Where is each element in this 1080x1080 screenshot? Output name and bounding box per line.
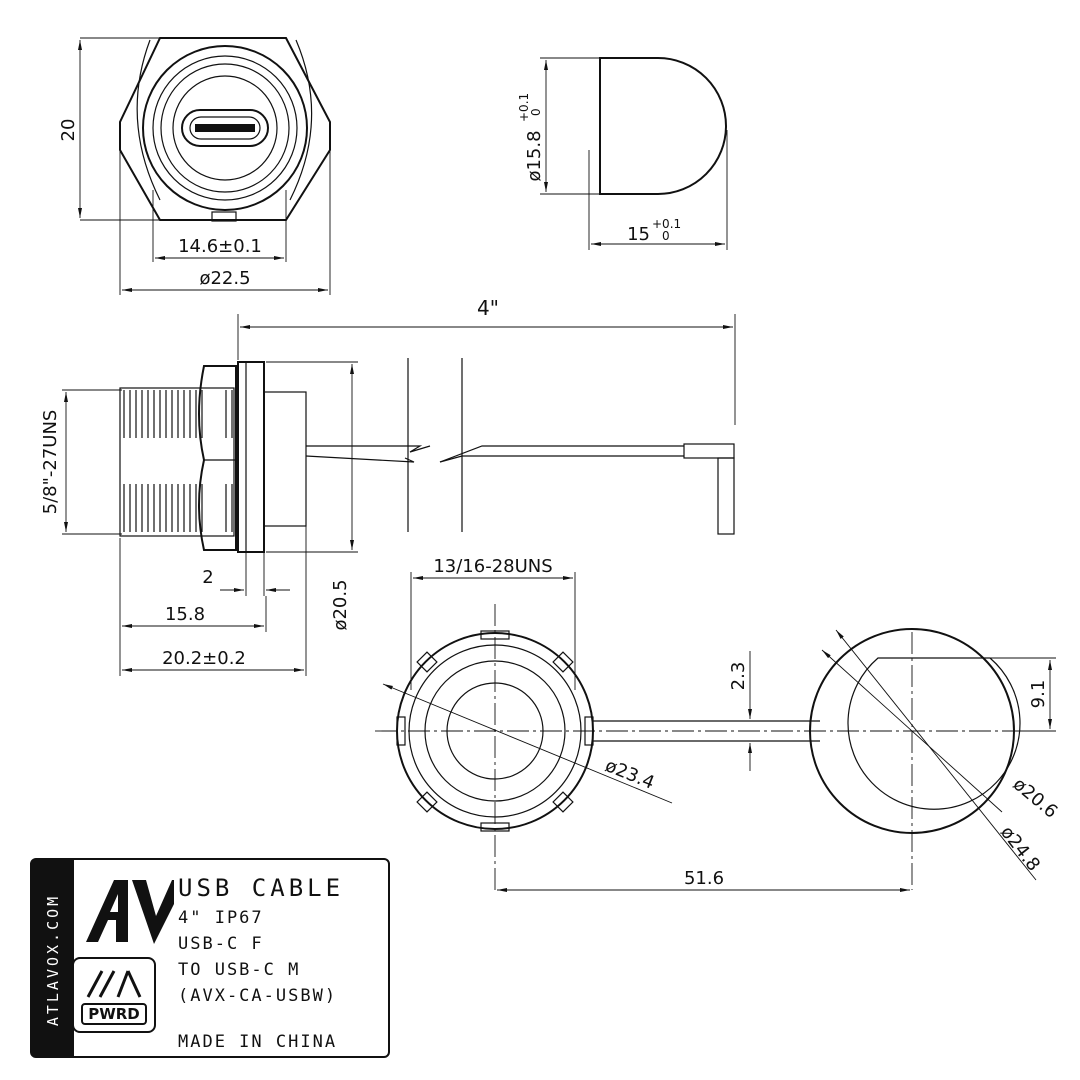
pwrd-mark-icon xyxy=(86,970,142,998)
part-number: (AVX-CA-USBW) xyxy=(178,986,338,1006)
pwrd-badge: PWRD xyxy=(72,957,156,1033)
brand-sidebar: ATLAVOX.COM xyxy=(32,860,74,1056)
dim-cutout-flat-tol-lower: 0 xyxy=(662,229,670,243)
dim-front-flat: 14.6±0.1 xyxy=(178,236,262,257)
dim-strap-width: 2.3 xyxy=(728,662,749,691)
dim-cap-spacing: 51.6 xyxy=(684,868,724,889)
dim-cap-inner-dia: ø20.6 xyxy=(1009,774,1062,823)
spec-line-2: USB-C F xyxy=(178,934,264,954)
dim-body-len: 15.8 xyxy=(165,604,205,625)
dim-nut-thread: 13/16-28UNS xyxy=(433,556,552,577)
dim-cap-flat: 9.1 xyxy=(1028,680,1049,709)
dim-cutout-flat-tol-upper: +0.1 xyxy=(652,217,681,231)
dim-cutout-flat: 15 xyxy=(627,224,650,245)
dim-front-dia: ø22.5 xyxy=(199,268,250,289)
front-view: 20 14.6±0.1 ø22.5 xyxy=(58,37,331,295)
thread-lower xyxy=(123,484,233,532)
spec-line-3: TO USB-C M xyxy=(178,960,301,980)
panel-cutout-view: ø15.8 +0.1 0 15 +0.1 0 xyxy=(517,57,728,250)
dim-cutout-dia-tol-lower: 0 xyxy=(529,108,543,116)
dim-flange-thk: 2 xyxy=(202,567,213,588)
thread-upper xyxy=(123,390,233,438)
dim-flange-dia: ø20.5 xyxy=(330,579,351,630)
spec-line-1: 4" IP67 xyxy=(178,908,264,928)
side-view: 4" 5/8"-27UNS xyxy=(40,296,736,676)
dim-nut-dia: ø23.4 xyxy=(602,755,657,794)
dim-cutout-dia-tol-upper: +0.1 xyxy=(517,93,531,122)
dim-cutout-dia: ø15.8 xyxy=(524,130,545,181)
brand-website: ATLAVOX.COM xyxy=(44,893,62,1027)
pwrd-label: PWRD xyxy=(81,1003,147,1025)
title-block: ATLAVOX.COM PWRD USB CABLE 4" IP67 USB-C… xyxy=(30,858,390,1058)
country-of-origin: MADE IN CHINA xyxy=(178,1032,338,1052)
dim-cap-outer-dia: ø24.8 xyxy=(996,822,1044,875)
av-logo-icon xyxy=(86,880,174,944)
dim-cable-length: 4" xyxy=(477,296,499,320)
dim-front-height: 20 xyxy=(58,119,79,142)
dim-rear-thread: 5/8"-27UNS xyxy=(40,410,61,515)
rear-cap-view: 13/16-28UNS ø23.4 2.3 9.1 ø20.6 ø24.8 51… xyxy=(375,556,1062,892)
dim-overall-len: 20.2±0.2 xyxy=(162,648,246,669)
product-title: USB CABLE xyxy=(178,874,345,902)
